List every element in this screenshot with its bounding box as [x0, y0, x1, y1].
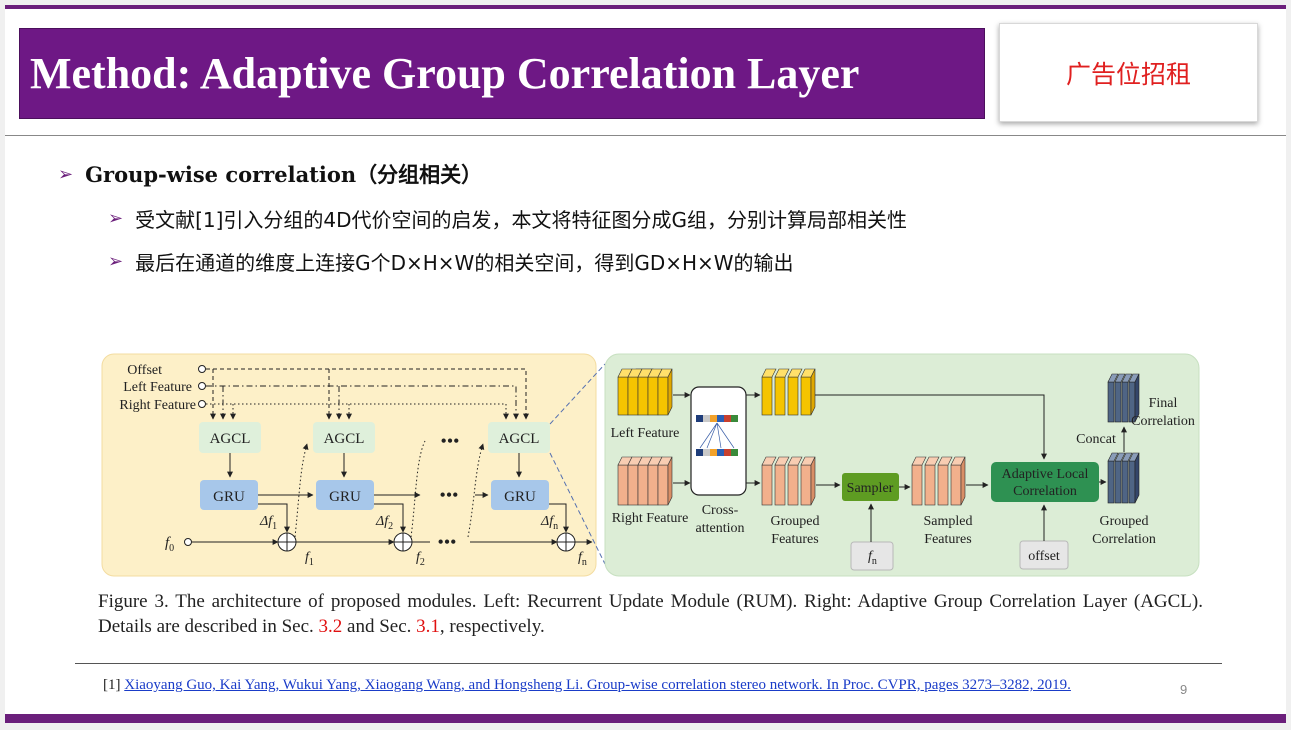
- grouped-right-feature-stack: [761, 456, 816, 506]
- bottom-accent-bar: [5, 714, 1286, 723]
- agcl-label-n: AGCL: [499, 431, 540, 447]
- gru-label-1: GRU: [213, 489, 245, 505]
- ellipsis-bottom: •••: [438, 532, 457, 552]
- fn-box-label: fn: [868, 549, 877, 567]
- agcl-panel: [604, 353, 1200, 577]
- sampler-box: [842, 473, 899, 501]
- bullet-text: 受文献[1]引入分组的4D代价空间的启发，本文将特征图分成G组，分别计算局部相关…: [135, 208, 908, 232]
- grouped-left-feature-stack: [761, 368, 816, 416]
- label-grouped-correlation-2: Correlation: [1092, 532, 1156, 547]
- reference-link[interactable]: Xiaoyang Guo, Kai Yang, Wukui Yang, Xiao…: [124, 677, 1071, 693]
- gru-label-n: GRU: [504, 489, 536, 505]
- footnote-divider: [75, 663, 1222, 664]
- label-sampled-features-1: Sampled: [924, 514, 973, 529]
- alc-label-1: Adaptive Local: [1002, 467, 1089, 482]
- gru-box-1: [200, 480, 258, 510]
- label-grouped-correlation-1: Grouped: [1100, 514, 1149, 529]
- bullet-arrow-icon: ➢: [108, 251, 124, 272]
- top-accent-bar: [5, 5, 1286, 9]
- label-grouped-features-2: Features: [771, 532, 818, 547]
- final-correlation-stack: [1107, 373, 1140, 423]
- gru-label-2: GRU: [329, 489, 361, 505]
- label-right-feature: Right Feature: [612, 511, 689, 526]
- right-feature-stack: [617, 456, 673, 506]
- slide: Method: Adaptive Group Correlation Layer…: [5, 5, 1286, 723]
- f1-label: f1: [305, 550, 314, 568]
- offset-label: offset: [1028, 549, 1060, 564]
- bullet-level2: ➢ 最后在通道的维度上连接G个D×H×W的相关空间，得到GD×H×W的输出: [108, 247, 794, 276]
- gru-box-2: [316, 480, 374, 510]
- title-banner: Method: Adaptive Group Correlation Layer: [19, 28, 985, 119]
- gru-box-n: [491, 480, 549, 510]
- sampled-features-stack: [911, 456, 966, 506]
- input-label-right-feature: Right Feature: [119, 398, 196, 413]
- fn-label: fn: [578, 550, 587, 568]
- delta-f2: Δf2: [375, 514, 393, 532]
- caption-ref-1[interactable]: 3.2: [318, 616, 343, 637]
- slide-title: Method: Adaptive Group Correlation Layer: [30, 49, 860, 98]
- agcl-label-1: AGCL: [210, 431, 251, 447]
- caption-text-1: Figure 3. The architecture of proposed m…: [98, 591, 1203, 637]
- agcl-label-2: AGCL: [324, 431, 365, 447]
- bullet-text: 最后在通道的维度上连接G个D×H×W的相关空间，得到GD×H×W的输出: [135, 251, 794, 275]
- cross-attention-box: [690, 386, 747, 496]
- input-label-offset: Offset: [127, 363, 162, 378]
- cross-attention-icon: [696, 415, 738, 456]
- grouped-correlation-stack: [1107, 452, 1140, 504]
- f0-label: f0: [165, 535, 174, 554]
- page-number: 9: [1180, 682, 1188, 697]
- title-divider: [5, 135, 1286, 136]
- adaptive-local-correlation-box: [991, 462, 1099, 502]
- label-cross-attention-2: attention: [696, 521, 745, 536]
- caption-text-3: , respectively.: [439, 616, 545, 637]
- bullet-text: Group-wise correlation（分组相关）: [85, 162, 483, 187]
- label-final-correlation-1: Final: [1149, 396, 1178, 411]
- label-final-correlation-2: Correlation: [1131, 414, 1195, 429]
- sampler-label: Sampler: [847, 481, 894, 496]
- rum-panel: [101, 353, 597, 577]
- bullet-arrow-icon: ➢: [58, 163, 74, 185]
- bullet-level1: ➢ Group-wise correlation（分组相关）: [58, 159, 482, 189]
- footnote-prefix: [1]: [103, 677, 125, 693]
- ad-box[interactable]: 广告位招租: [999, 23, 1258, 122]
- input-label-left-feature: Left Feature: [123, 380, 192, 395]
- figure-caption: Figure 3. The architecture of proposed m…: [98, 589, 1203, 639]
- bullet-arrow-icon: ➢: [108, 208, 124, 229]
- label-grouped-features-1: Grouped: [771, 514, 820, 529]
- fn-box: [850, 541, 894, 571]
- architecture-figure: Offset Left Feature Right Feature AGCL A…: [101, 353, 1200, 577]
- agcl-box-2: [313, 422, 375, 453]
- agcl-box-1: [199, 422, 261, 453]
- agcl-box-n: [488, 422, 550, 453]
- caption-text-2: and Sec.: [342, 616, 417, 637]
- delta-f1: Δf1: [259, 514, 277, 532]
- ellipsis-top: •••: [441, 431, 460, 451]
- caption-ref-2[interactable]: 3.1: [416, 616, 440, 637]
- footnote: [1] Xiaoyang Guo, Kai Yang, Wukui Yang, …: [103, 677, 1071, 694]
- label-left-feature: Left Feature: [611, 426, 680, 441]
- f2-label: f2: [416, 550, 425, 568]
- left-feature-stack: [617, 368, 673, 416]
- label-sampled-features-2: Features: [924, 532, 971, 547]
- ellipsis-mid: •••: [440, 485, 459, 505]
- delta-fn: Δfn: [540, 514, 558, 532]
- ad-text: 广告位招租: [1065, 59, 1191, 89]
- bullet-level2: ➢ 受文献[1]引入分组的4D代价空间的启发，本文将特征图分成G组，分别计算局部…: [108, 204, 907, 233]
- label-cross-attention-1: Cross-: [702, 503, 739, 518]
- label-concat: Concat: [1076, 432, 1116, 447]
- alc-label-2: Correlation: [1013, 484, 1077, 499]
